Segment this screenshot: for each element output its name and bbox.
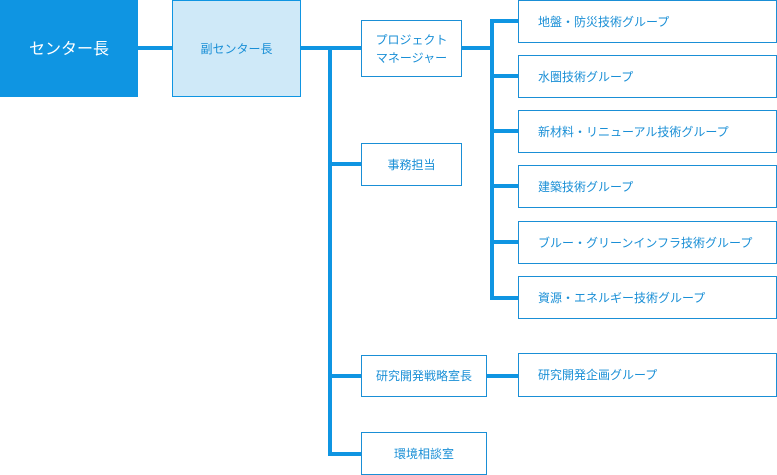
connector-to-office — [328, 162, 361, 166]
connector-group-2 — [490, 74, 519, 78]
node-project-manager-line1: プロジェクト — [375, 32, 448, 47]
node-group-1: 地盤・防災技術グループ — [518, 0, 777, 43]
node-rd-group: 研究開発企画グループ — [518, 353, 777, 397]
connector-group-3 — [490, 129, 519, 133]
node-group-5: ブルー・グリーンインフラ技術グループ — [518, 221, 777, 264]
node-group-5-label: ブルー・グリーンインフラ技術グループ — [538, 235, 753, 250]
node-group-4: 建築技術グループ — [518, 165, 777, 208]
node-group-1-label: 地盤・防災技術グループ — [538, 14, 670, 29]
node-office-affairs: 事務担当 — [361, 143, 462, 186]
connector-groups-trunk — [490, 19, 494, 300]
node-project-manager: プロジェクト マネージャー — [361, 20, 462, 77]
node-center-head-label: センター長 — [28, 38, 109, 58]
connector-group-6 — [490, 296, 519, 300]
node-deputy-head-label: 副センター長 — [200, 41, 273, 56]
connector-head-to-deputy — [138, 46, 172, 50]
connector-rd-head-to-group — [486, 374, 519, 378]
node-group-2-label: 水圏技術グループ — [538, 69, 634, 84]
connector-group-4 — [490, 184, 519, 188]
node-group-6-label: 資源・エネルギー技術グループ — [538, 290, 706, 305]
node-center-head: センター長 — [0, 0, 138, 97]
node-group-3-label: 新材料・リニューアル技術グループ — [538, 124, 729, 139]
node-rd-strategy-head-label: 研究開発戦略室長 — [375, 369, 472, 383]
node-group-4-label: 建築技術グループ — [538, 179, 634, 194]
connector-group-5 — [490, 240, 519, 244]
connector-pm-to-groups — [461, 46, 494, 50]
node-project-manager-line2: マネージャー — [375, 50, 448, 65]
connector-to-env — [328, 452, 361, 456]
node-rd-strategy-head: 研究開発戦略室長 — [361, 355, 487, 397]
node-office-affairs-label: 事務担当 — [387, 157, 436, 172]
connector-group-1 — [490, 19, 519, 23]
connector-main-trunk — [328, 46, 332, 456]
node-rd-group-label: 研究開発企画グループ — [538, 368, 658, 382]
node-group-2: 水圏技術グループ — [518, 55, 777, 98]
node-environment-consult: 環境相談室 — [361, 432, 487, 475]
connector-to-rd-head — [328, 374, 361, 378]
node-group-6: 資源・エネルギー技術グループ — [518, 276, 777, 319]
node-deputy-head: 副センター長 — [172, 0, 301, 97]
node-group-3: 新材料・リニューアル技術グループ — [518, 110, 777, 153]
node-environment-consult-label: 環境相談室 — [393, 446, 454, 461]
